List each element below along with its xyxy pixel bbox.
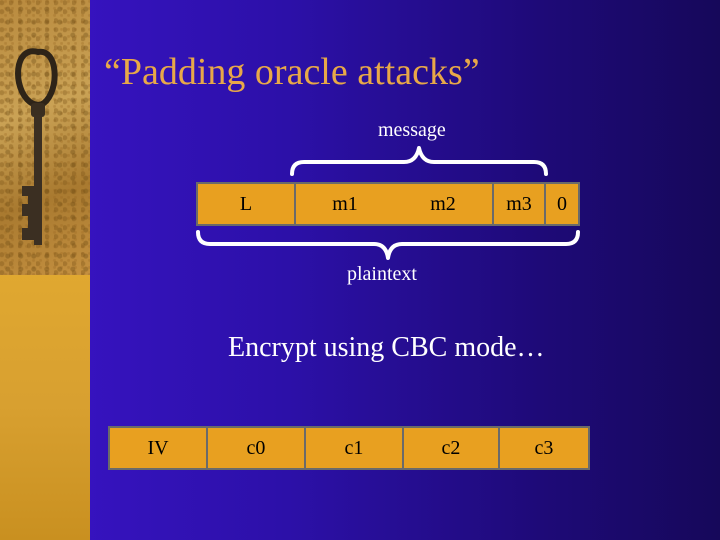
plaintext-cell-m1: m1: [332, 192, 358, 215]
plaintext-cell-m3: m3: [506, 192, 532, 215]
cell-divider: [544, 184, 546, 224]
cell-divider: [498, 428, 500, 468]
ciphertext-block-row: IV c0 c1 c2 c3: [108, 426, 590, 470]
cell-divider: [206, 428, 208, 468]
message-brace: [290, 146, 548, 176]
plaintext-cell-padding: 0: [557, 192, 567, 215]
cell-divider: [294, 184, 296, 224]
ciphertext-cell-c2: c2: [441, 436, 461, 459]
cell-divider: [304, 428, 306, 468]
ciphertext-cell-c3: c3: [534, 436, 554, 459]
key-icon: [15, 48, 58, 245]
plaintext-brace: [196, 230, 580, 260]
ciphertext-cell-c1: c1: [344, 436, 364, 459]
plaintext-block-row: L m1 m2 m3 0: [196, 182, 580, 226]
plaintext-cell-length: L: [239, 192, 253, 215]
message-label: message: [378, 119, 446, 141]
left-decor-strip: [0, 0, 90, 540]
plaintext-cell-m2: m2: [430, 192, 456, 215]
cell-divider: [492, 184, 494, 224]
slide-title: “Padding oracle attacks”: [104, 51, 480, 93]
ciphertext-cell-c0: c0: [246, 436, 266, 459]
subtitle-encrypt-cbc: Encrypt using CBC mode…: [228, 332, 545, 363]
cell-divider: [402, 428, 404, 468]
ciphertext-cell-iv: IV: [147, 436, 169, 459]
plaintext-label: plaintext: [347, 263, 417, 285]
key-photo: [0, 0, 90, 275]
